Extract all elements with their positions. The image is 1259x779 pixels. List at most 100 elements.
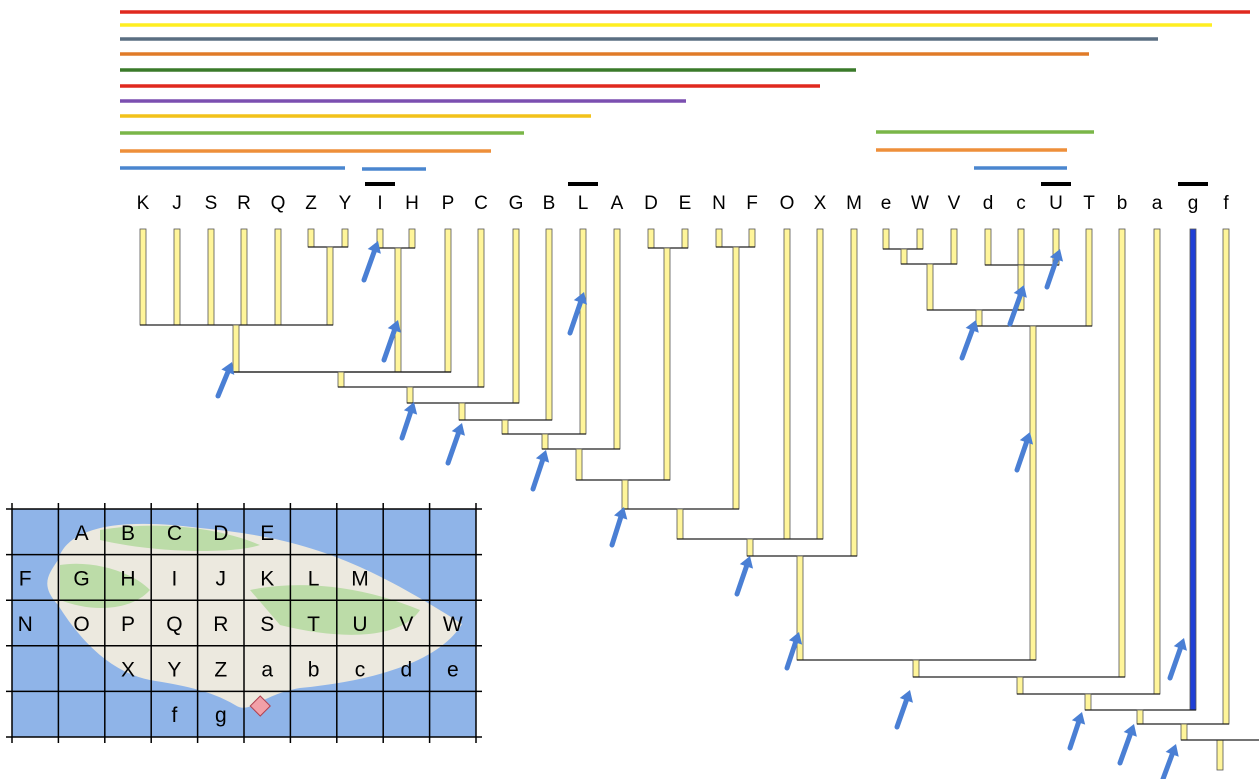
map-cell-label: J [216, 567, 227, 590]
branch [647, 228, 655, 249]
arrow-head [1049, 249, 1064, 262]
map-cell-label: K [260, 567, 274, 590]
branch [975, 309, 983, 327]
taxon-label: O [780, 193, 795, 214]
branch [900, 248, 908, 265]
branch [139, 228, 147, 326]
map-cell-label: a [261, 659, 273, 682]
taxon-label: Z [305, 193, 317, 214]
branch [579, 228, 587, 435]
arrow-head [1173, 638, 1187, 651]
branch [207, 228, 215, 326]
arrow-shaft [1014, 439, 1029, 473]
arrow-head [1019, 432, 1034, 445]
map-cell-label: O [73, 613, 89, 636]
map-cell-label: H [120, 567, 135, 590]
branch [926, 263, 934, 311]
arrow-head [965, 320, 979, 333]
taxon-label: N [712, 193, 726, 214]
arrow-head [387, 320, 401, 333]
map-cell-label: R [213, 613, 228, 636]
branch [1016, 676, 1024, 695]
taxon-label: U [1049, 193, 1063, 214]
taxon-label: H [405, 193, 419, 214]
arrow-shaft [530, 457, 546, 492]
sample-location-marker [249, 695, 271, 717]
branch [575, 448, 583, 481]
branch [746, 538, 754, 557]
arrow-head [1165, 744, 1179, 757]
map-cell-label: c [355, 659, 366, 682]
arrow-head [899, 690, 913, 703]
map-cell-label: b [308, 659, 320, 682]
branch [984, 228, 992, 266]
taxon-label: V [948, 193, 961, 214]
arrow-head [221, 362, 235, 375]
branch [541, 433, 549, 450]
taxon-label: K [137, 193, 150, 214]
branch [1029, 325, 1037, 661]
map-cell-label: F [19, 567, 32, 590]
arrow-head [451, 423, 465, 436]
branch [663, 247, 671, 481]
branch [816, 228, 824, 540]
branch [173, 228, 181, 326]
taxon-label: Q [271, 193, 286, 214]
branch [1118, 228, 1126, 678]
taxon-label: e [881, 193, 892, 214]
phylogenetic-tree [139, 228, 1259, 771]
map-cell-label: D [213, 522, 228, 545]
taxon-label: M [846, 193, 862, 214]
arrow-shaft [215, 369, 231, 399]
taxon-label: W [911, 193, 929, 214]
map-cell-label: Z [214, 659, 227, 682]
map-cell-label: B [121, 522, 135, 545]
arrow-shaft [1007, 292, 1023, 327]
arrow-head [403, 402, 418, 415]
branch [613, 228, 621, 450]
branch [274, 228, 282, 326]
arrow-shaft [361, 248, 377, 283]
branch [337, 371, 345, 388]
branch [326, 246, 334, 326]
branch [1085, 228, 1093, 327]
arrow-shaft [445, 430, 461, 466]
branch [681, 228, 689, 249]
map-cell-label: G [73, 567, 89, 590]
branch [621, 479, 629, 510]
map-cell-label: W [443, 613, 463, 636]
range-bars [120, 10, 1250, 171]
taxon-label: J [172, 193, 182, 214]
map-vegetation [100, 525, 260, 552]
arrow-shaft [1067, 719, 1082, 751]
map-cell-label: Q [166, 613, 182, 636]
arrow-shaft [567, 299, 583, 336]
taxon-label: f [1223, 193, 1229, 214]
map-cell-label: d [401, 659, 413, 682]
branch [715, 228, 723, 248]
taxon-label: a [1152, 193, 1163, 214]
map-cell-label: U [352, 613, 367, 636]
taxon-label: Y [339, 193, 352, 214]
branch [394, 247, 402, 373]
map-cell-label: S [260, 613, 274, 636]
taxon-label: E [679, 193, 692, 214]
arrow-shaft [1117, 731, 1133, 766]
arrow-head [614, 507, 628, 520]
arrow-head [535, 450, 550, 463]
branch [732, 246, 740, 510]
arrow-head [739, 556, 754, 569]
arrow-shaft [399, 409, 414, 441]
taxon-label: D [644, 193, 658, 214]
branch [748, 228, 756, 248]
branch [458, 402, 466, 421]
arrow-shaft [609, 514, 624, 548]
map-cell-label: A [75, 522, 89, 545]
taxon-label: C [474, 193, 488, 214]
branch [916, 228, 924, 250]
arrow-head [1123, 724, 1137, 737]
arrow-shaft [734, 563, 749, 597]
